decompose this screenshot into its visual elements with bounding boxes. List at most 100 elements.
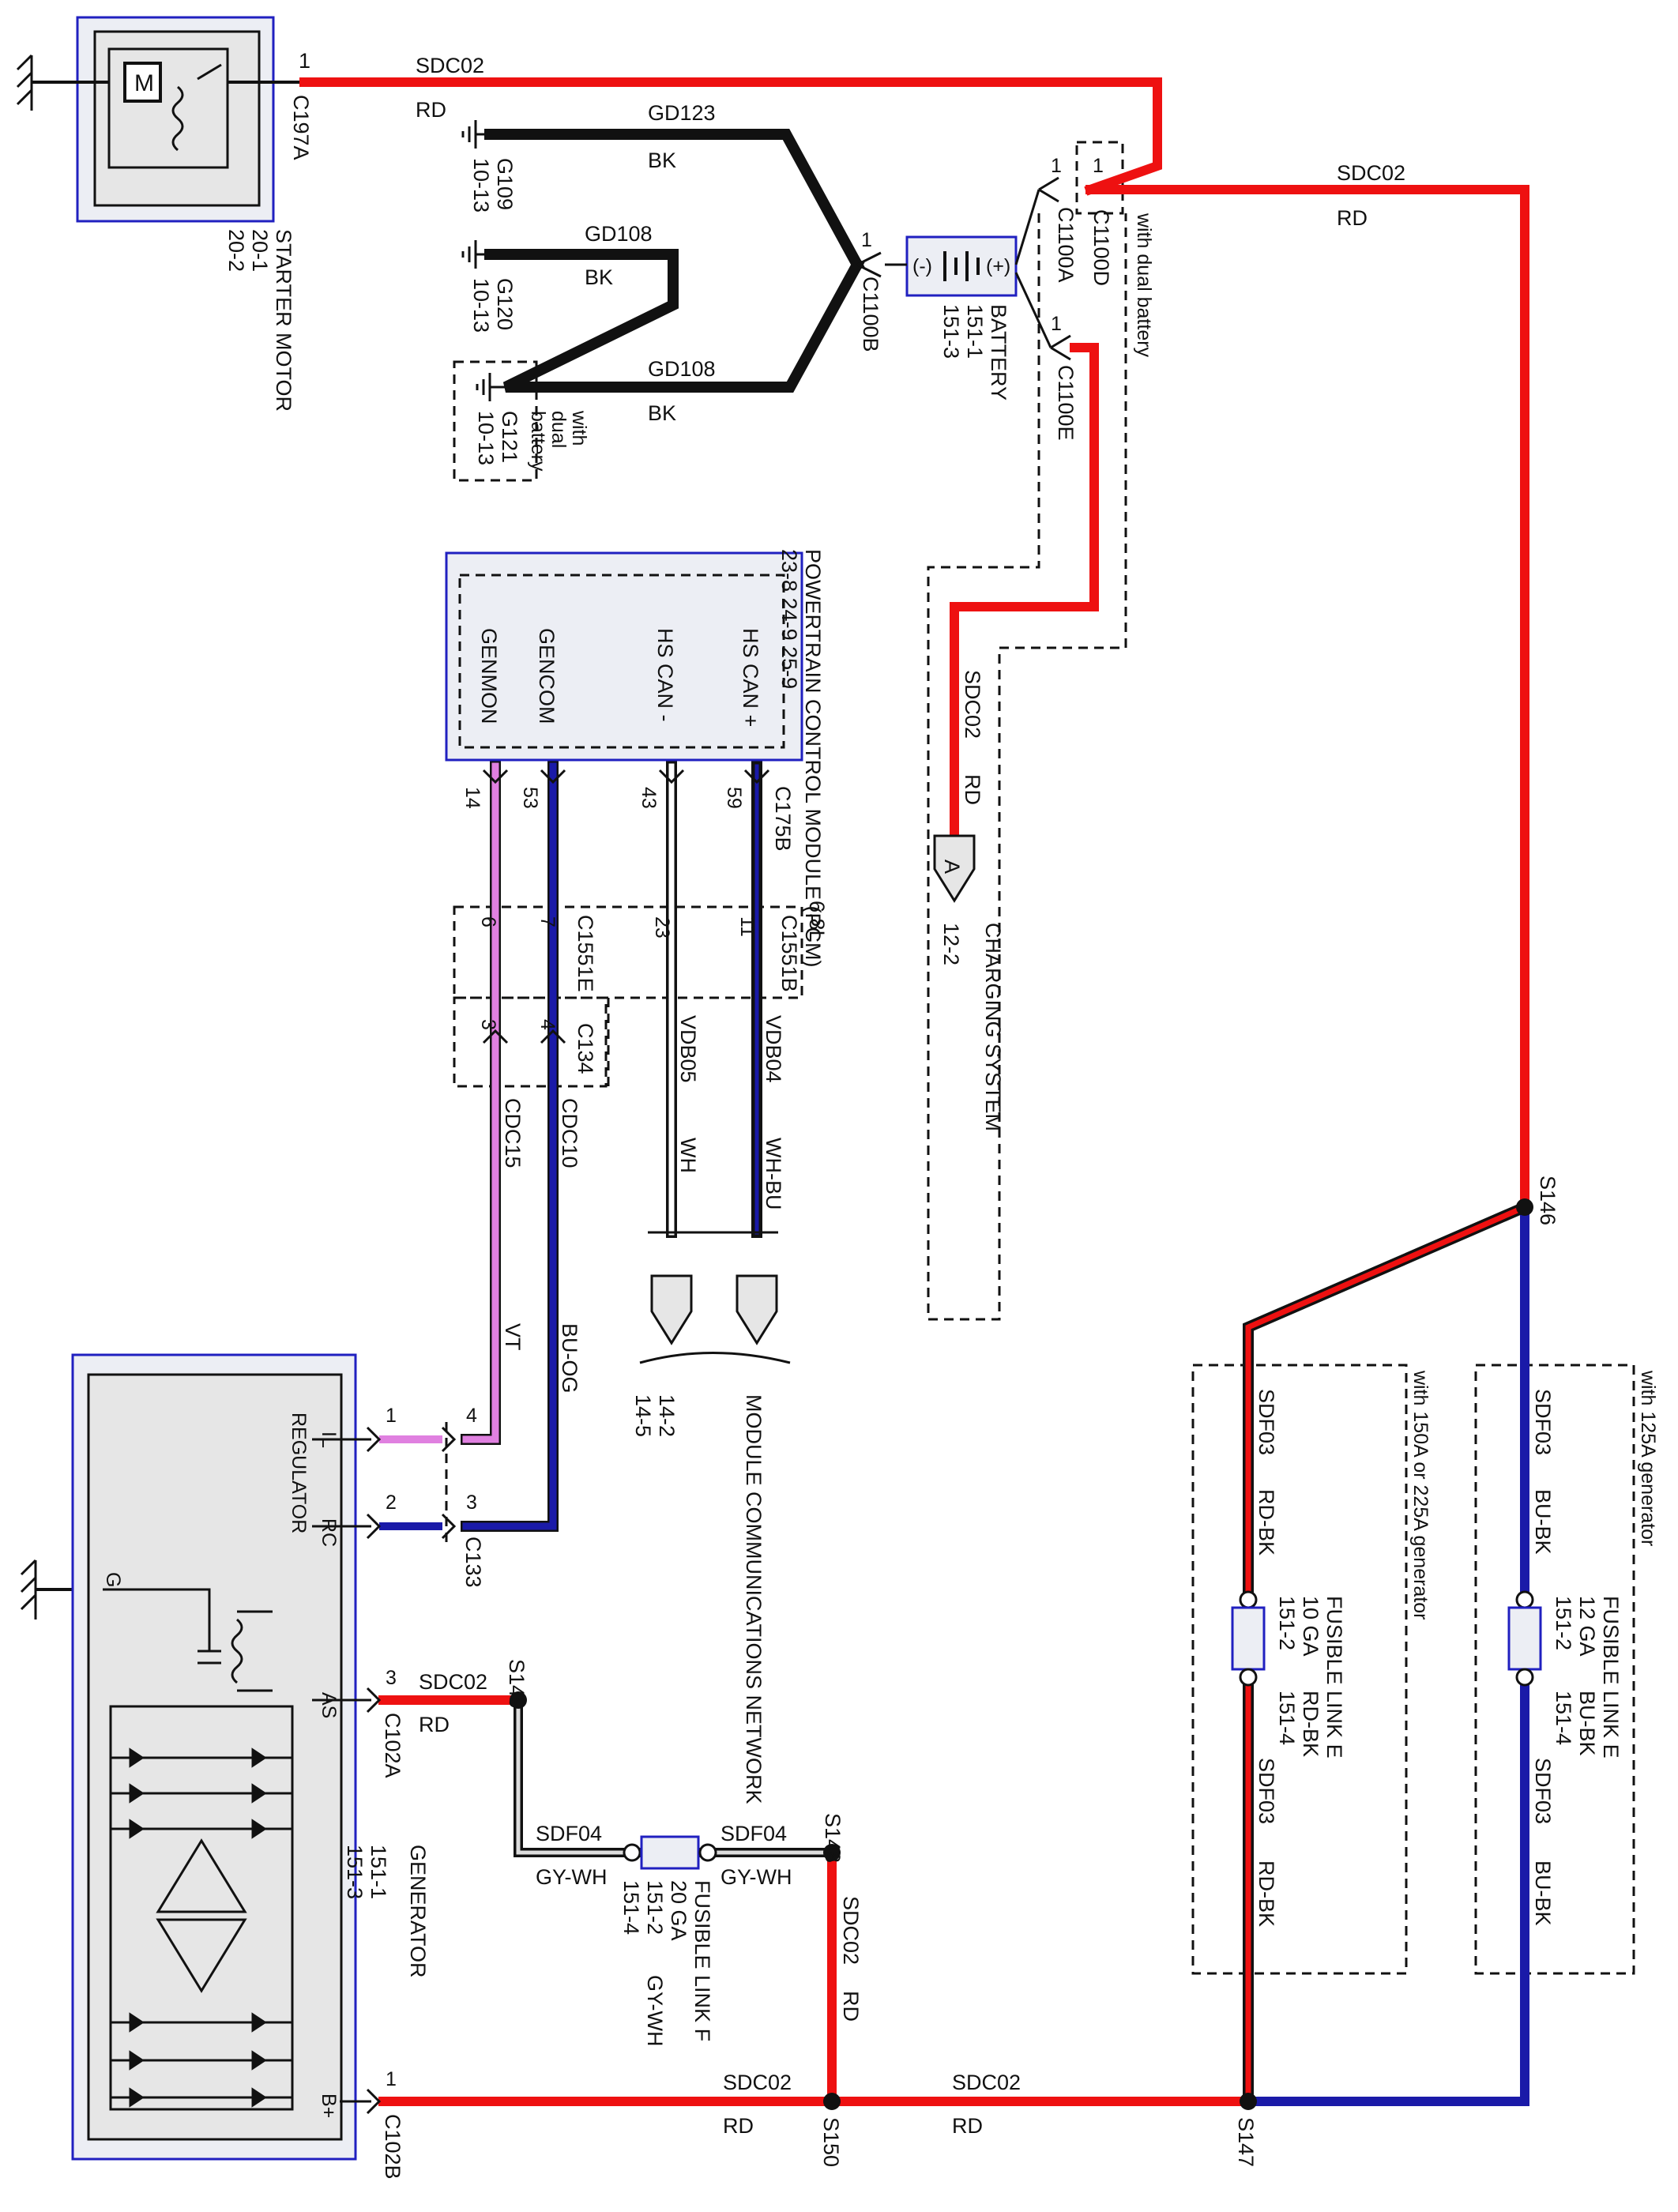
splice-s148	[823, 1844, 841, 1861]
engine-note: 6.8L	[805, 901, 829, 942]
g120-ref: 10-13	[469, 278, 493, 333]
starter-pin: 1	[299, 49, 310, 73]
gen125-note: with 125A generator	[1637, 1370, 1659, 1546]
wire-sdf03-rdbk-inner	[1245, 1203, 1529, 2105]
pin-53: 53	[519, 787, 541, 809]
battery-plus: (+)	[986, 255, 1010, 277]
pcm-pin-hscan-plus: HS CAN +	[739, 628, 762, 727]
sdc02-s147-color: RD	[952, 2114, 983, 2138]
charging-name: CHARGING SYSTEM	[981, 923, 1005, 1131]
sdc02-right-color: RD	[1337, 206, 1368, 230]
sdf03-125-bottom: SDF03	[1531, 1758, 1555, 1824]
sdc02-top-color: RD	[416, 98, 446, 122]
pcm-pin-genmon: GENMON	[477, 628, 501, 724]
generator-ground-icon	[20, 1559, 37, 1620]
terminal-g: G	[102, 1572, 124, 1587]
c1100d-label: C1100D	[1089, 209, 1113, 286]
generator-ref-1: 151-1	[367, 1845, 390, 1899]
c197a-label: C197A	[289, 95, 313, 160]
cdc15-label: CDC15	[501, 1098, 525, 1168]
pcm-name: POWERTRAIN CONTROL MODULE (PCM)	[801, 549, 825, 968]
starter-ref-2: 20-2	[224, 229, 248, 272]
sdc02-charging-label: SDC02	[961, 670, 984, 739]
terminal-bplus: B+	[318, 2094, 340, 2118]
splice-s146	[1516, 1198, 1533, 1216]
wire-cdc15-outer	[461, 761, 501, 1445]
pin-43: 43	[638, 787, 660, 809]
g121-ref: 10-13	[474, 411, 498, 465]
c1551b-label: C1551B	[777, 915, 801, 992]
flf-name: FUSIBLE LINK F	[690, 1880, 714, 2041]
wire-gd123	[484, 129, 865, 273]
svg-text:M: M	[134, 70, 154, 96]
s147-label: S147	[1234, 2117, 1258, 2167]
wire-sdc02-s146	[1085, 185, 1529, 1212]
g121-note-3: battery	[527, 411, 549, 472]
terminal-rc: RC	[318, 1518, 340, 1547]
sdf03-150-bottom: SDF03	[1255, 1758, 1278, 1824]
sdf04-right-color: GY-WH	[720, 1865, 792, 1889]
cdc10-label: CDC10	[558, 1098, 581, 1168]
wire-cdc15-inner	[462, 762, 499, 1443]
c102a-label: C102A	[381, 1713, 404, 1778]
ground-g121	[476, 373, 506, 401]
fusible-link-f	[623, 1835, 717, 1870]
cdc10-color: BU-OG	[558, 1323, 581, 1394]
fle125-name: FUSIBLE LINK E	[1599, 1596, 1623, 1759]
gd123-color: BK	[648, 149, 676, 172]
gen150-option-box	[1191, 1364, 1408, 1975]
c175b-arrows	[482, 769, 770, 784]
generator	[71, 1353, 357, 2161]
charging-option-outline	[927, 213, 1127, 1321]
s149-label: S149	[505, 1659, 529, 1709]
starter-name: STARTER MOTOR	[272, 229, 295, 412]
starter-motor: M	[76, 16, 275, 223]
c102b-pin: 1	[386, 2068, 397, 2090]
battery-minus: (-)	[912, 255, 932, 277]
diode-icons	[111, 1747, 292, 2108]
g121-note-1: with	[568, 410, 590, 446]
gd123-label: GD123	[648, 101, 716, 125]
fle150-gauge: 10 GA	[1299, 1596, 1322, 1657]
rdbk-150-top: RD-BK	[1255, 1489, 1278, 1556]
c133-pin-1: 1	[386, 1405, 397, 1427]
fle125-color: BU-BK	[1575, 1691, 1599, 1756]
stator-winding-icon	[156, 1838, 247, 1993]
c134-arrows	[482, 1029, 566, 1044]
wire-sdf03-bubk	[1243, 1202, 1529, 2106]
pcm-pin-hscan-minus: HS CAN -	[653, 628, 677, 722]
engine-option-box	[453, 905, 803, 999]
c175b-label: C175B	[771, 786, 795, 852]
pcm-module	[445, 551, 803, 762]
c134-option-box	[453, 996, 608, 1088]
generator-ref-2: 151-3	[343, 1845, 367, 1899]
fle150-ref-2: 151-4	[1275, 1691, 1299, 1745]
sdc02-s148-label: SDC02	[839, 1896, 863, 1965]
generator-connector-arrows	[366, 1426, 457, 2115]
s150-label: S150	[819, 2117, 843, 2167]
terminal-as: AS	[318, 1692, 340, 1718]
wire-cdc10-inner	[462, 762, 557, 1530]
rotor-coil-icon	[103, 1588, 273, 1692]
sdc02-top-label: SDC02	[416, 54, 484, 77]
motor-icon	[123, 62, 162, 103]
dual-battery-note: with dual battery	[1133, 213, 1155, 358]
wire-sdf03-rdbk-outer	[1243, 1199, 1533, 2107]
c133-pin-4: 4	[466, 1405, 477, 1427]
c102a-pin: 3	[386, 1667, 397, 1689]
c1100e-pin: 1	[1051, 313, 1062, 335]
gen150-note: with 150A or 225A generator	[1409, 1370, 1432, 1620]
battery-icon	[943, 251, 980, 281]
c133-pin-3: 3	[466, 1492, 477, 1514]
rdbk-150-bottom: RD-BK	[1255, 1860, 1278, 1927]
g121-option-box	[453, 360, 538, 482]
gd108-bottom-color: BK	[648, 401, 676, 425]
network-ref-1: 14-2	[655, 1394, 679, 1437]
charging-system-connector	[933, 834, 976, 903]
pin-3-c134: 3	[477, 1019, 499, 1030]
g121-note-2: dual	[547, 411, 570, 448]
battery-ref-2: 151-3	[939, 304, 963, 359]
pcm-refs: 23-8 24-9 25-9	[777, 549, 801, 689]
fle125-ref-1: 151-2	[1552, 1596, 1575, 1650]
sdc02-as-color: RD	[419, 1713, 450, 1736]
